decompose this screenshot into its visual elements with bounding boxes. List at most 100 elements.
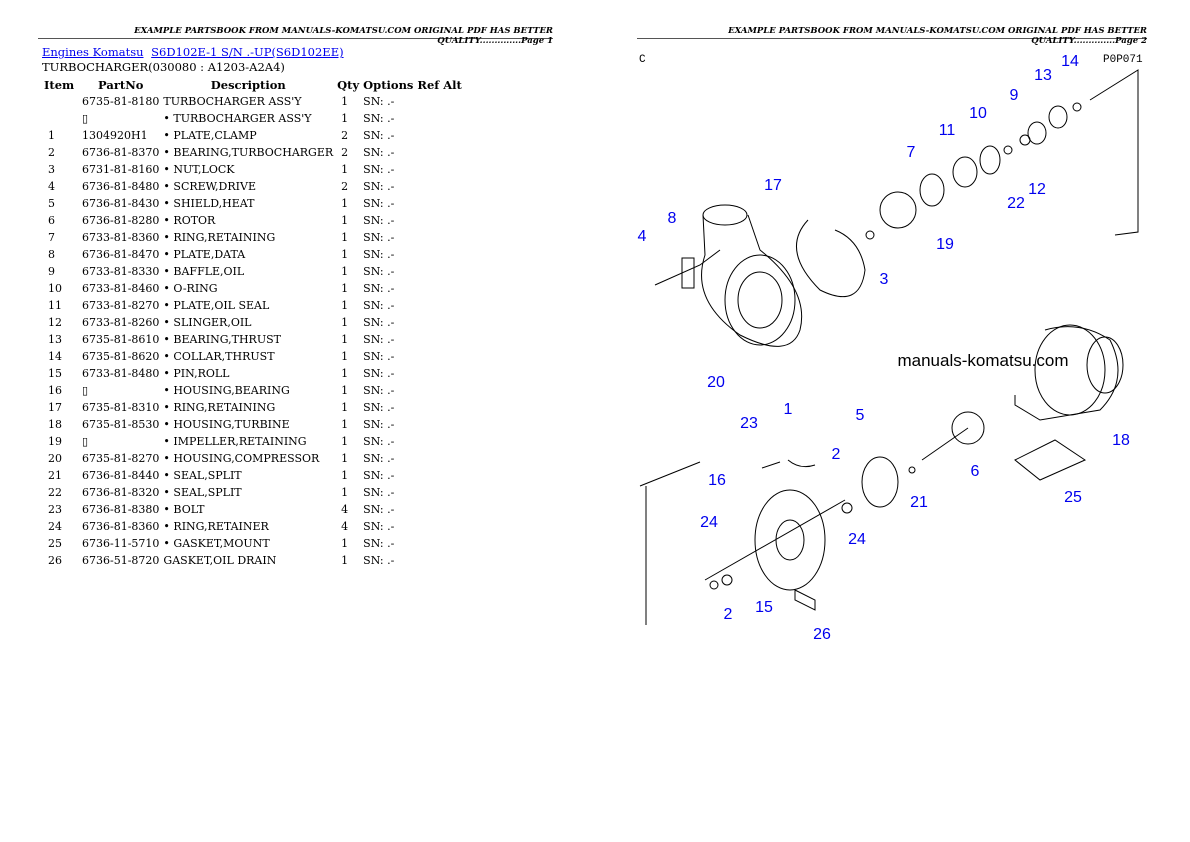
breadcrumb: Engines Komatsu S6D102E-1 S/N .-UP(S6D10… <box>42 45 348 59</box>
page1-header: EXAMPLE PARTSBOOK FROM MANUALS-KOMATSU.C… <box>38 26 553 46</box>
cell-item: 26 <box>48 554 62 567</box>
cell-qty: 1 <box>341 299 349 312</box>
callout-number: 8 <box>668 210 677 227</box>
col-partno: PartNo <box>98 77 144 92</box>
cell-pn: 6735-81-8610 <box>82 333 160 346</box>
cell-item: 20 <box>48 452 62 465</box>
cell-item: 3 <box>48 163 55 176</box>
callout-number: 24 <box>848 531 866 548</box>
cell-qty: 1 <box>341 350 349 363</box>
diagram-corner-mark: C <box>639 54 646 66</box>
cell-qty: 1 <box>341 486 349 499</box>
cell-qty: 1 <box>341 316 349 329</box>
cell-pn: 6736-81-8470 <box>82 248 160 261</box>
cell-qty: 4 <box>341 520 349 533</box>
cell-opt: SN: .- <box>363 384 395 397</box>
callout-number: 21 <box>910 494 928 511</box>
cell-pn: 6735-81-8270 <box>82 452 160 465</box>
cell-pn: 6733-81-8260 <box>82 316 160 329</box>
cell-qty: 1 <box>341 367 349 380</box>
cell-qty: 1 <box>341 537 349 550</box>
cell-qty: 1 <box>341 265 349 278</box>
cell-pn: 6733-81-8480 <box>82 367 160 380</box>
cell-item: 6 <box>48 214 55 227</box>
cell-opt: SN: .- <box>363 95 395 108</box>
cell-desc: • BEARING,TURBOCHARGER <box>163 146 334 159</box>
callout-number: 16 <box>708 472 726 489</box>
callout-number: 26 <box>813 626 831 643</box>
cell-item: 4 <box>48 180 55 193</box>
cell-opt: SN: .- <box>363 129 395 142</box>
cell-opt: SN: .- <box>363 520 395 533</box>
cell-item <box>42 93 80 110</box>
callout-number: 7 <box>907 144 916 161</box>
cell-qty: 1 <box>341 282 349 295</box>
cell-desc: • TURBOCHARGER ASS'Y <box>163 112 312 125</box>
breadcrumb-model[interactable]: S6D102E-1 S/N .-UP(S6D102EE) <box>151 45 344 59</box>
cell-pn: 6731-81-8160 <box>82 163 160 176</box>
cell-desc: • NUT,LOCK <box>163 163 235 176</box>
cell-qty: 1 <box>341 435 349 448</box>
cell-opt: SN: .- <box>363 231 395 244</box>
cell-qty: 1 <box>341 333 349 346</box>
cell-pn: 6736-81-8360 <box>82 520 160 533</box>
cell-opt: SN: .- <box>363 418 395 431</box>
cell-desc: • PLATE,CLAMP <box>163 129 257 142</box>
exploded-parts-diagram: C P0P071 manuals-komatsu. <box>638 53 1143 643</box>
cell-qty: 1 <box>341 469 349 482</box>
callout-number: 20 <box>707 374 725 391</box>
col-qty: Qty <box>337 77 360 92</box>
callout-number: 2 <box>832 446 841 463</box>
cell-opt: SN: .- <box>363 265 395 278</box>
cell-qty: 1 <box>341 95 349 108</box>
cell-qty: 1 <box>341 231 349 244</box>
cell-qty: 1 <box>341 197 349 210</box>
cell-pn: 1304920H1 <box>82 129 148 142</box>
page2-header: EXAMPLE PARTSBOOK FROM MANUALS-KOMATSU.C… <box>637 26 1147 46</box>
cell-pn: 6736-81-8430 <box>82 197 160 210</box>
diagram-linework <box>639 69 1139 625</box>
cell-pn: 6736-81-8480 <box>82 180 160 193</box>
cell-item: 19 <box>48 435 62 448</box>
cell-opt: SN: .- <box>363 486 395 499</box>
cell-opt: SN: .- <box>363 163 395 176</box>
table-header-row: Item PartNo Description Qty Options Ref … <box>42 76 464 93</box>
breadcrumb-engines-komatsu[interactable]: Engines Komatsu <box>42 45 144 59</box>
cell-pn: 6736-81-8280 <box>82 214 160 227</box>
cell-qty: 1 <box>341 214 349 227</box>
cell-opt: SN: .- <box>363 112 395 125</box>
cell-opt: SN: .- <box>363 282 395 295</box>
cell-item: 25 <box>48 537 62 550</box>
cell-desc: • BAFFLE,OIL <box>163 265 245 278</box>
cell-item: 5 <box>48 197 55 210</box>
cell-opt: SN: .- <box>363 180 395 193</box>
cell-pn: 6736-81-8440 <box>82 469 160 482</box>
section-title: TURBOCHARGER(030080 : A1203-A2A4) <box>42 60 285 74</box>
cell-pn: 6735-81-8620 <box>82 350 160 363</box>
cell-item: 7 <box>48 231 55 244</box>
cell-qty: 1 <box>341 554 349 567</box>
cell-item: 8 <box>48 248 55 261</box>
cell-item: 9 <box>48 265 55 278</box>
cell-opt: SN: .- <box>363 197 395 210</box>
cell-desc: • PIN,ROLL <box>163 367 230 380</box>
callout-number: 18 <box>1112 432 1130 449</box>
cell-desc: • IMPELLER,RETAINING <box>163 435 307 448</box>
cell-item: 17 <box>48 401 62 414</box>
cell-qty: 1 <box>341 112 349 125</box>
cell-desc: • HOUSING,TURBINE <box>163 418 290 431</box>
cell-opt: SN: .- <box>363 435 395 448</box>
cell-opt: SN: .- <box>363 367 395 380</box>
cell-item: 24 <box>48 520 62 533</box>
